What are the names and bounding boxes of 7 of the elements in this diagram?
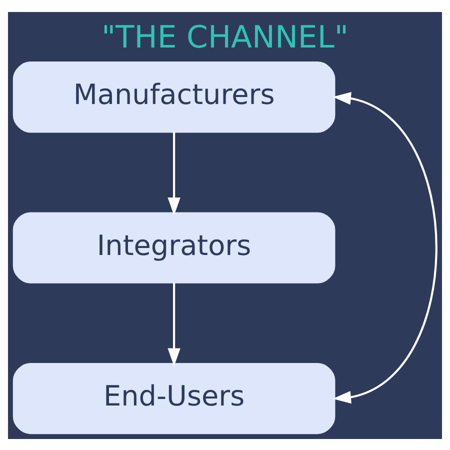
diagram-title: "THE CHANNEL" (101, 20, 349, 56)
arrow (332, 92, 438, 404)
arrow (168, 132, 180, 216)
node-box: Manufacturers (12, 61, 336, 132)
node-box: Integrators (12, 212, 336, 283)
node-box: End-Users (12, 362, 336, 434)
arrow (168, 282, 180, 366)
